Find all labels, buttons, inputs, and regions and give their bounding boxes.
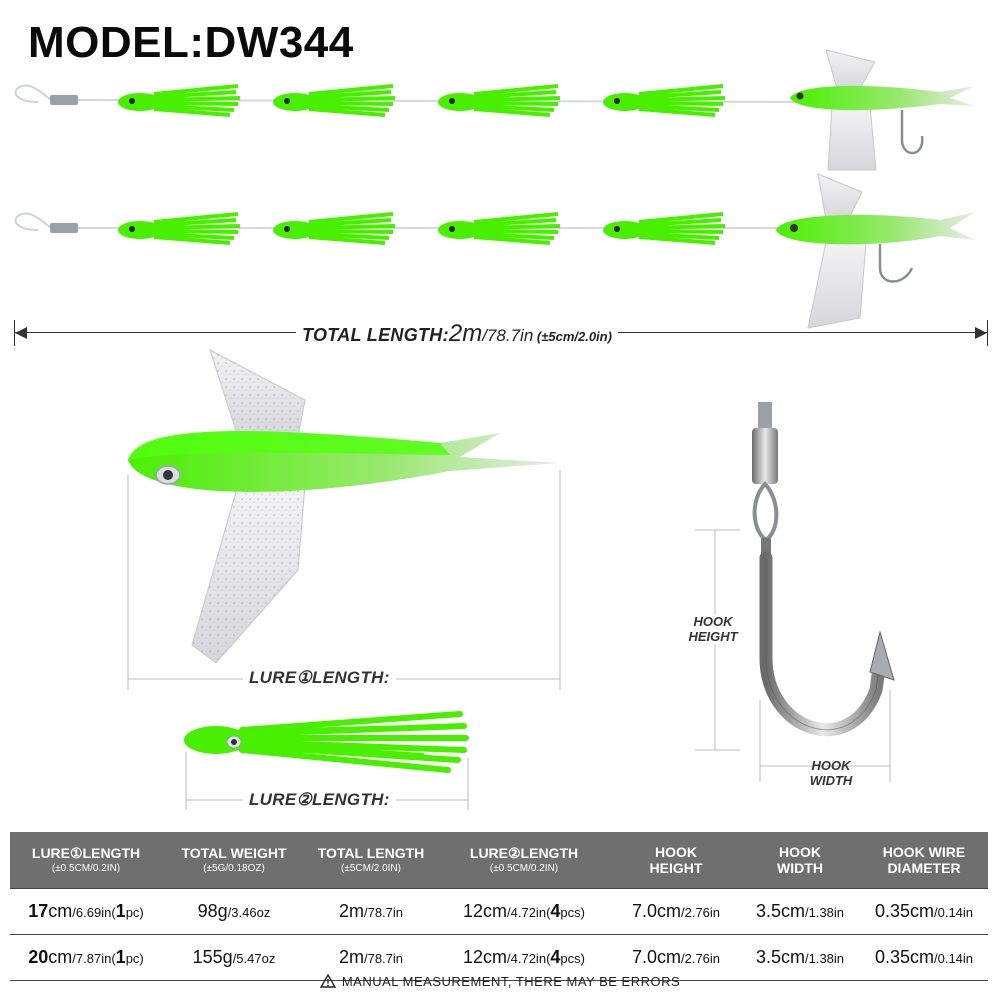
cell-lure1-length: 17cm/6.69in(1pc) <box>10 887 162 935</box>
total-length-imperial: /78.7in <box>482 326 534 345</box>
cell-lure1-length: 20cm/7.87in(1pc) <box>10 934 162 981</box>
total-length-tolerance: (±5cm/2.0in) <box>533 329 612 344</box>
cell-total-length: 2m/78.7in <box>306 887 436 935</box>
octopus-skirt-icon <box>438 212 561 245</box>
header-total-length: TOTAL LENGTH(±5CM/2.0IN) <box>306 832 436 888</box>
header-lure2-length: LURE②LENGTH(±0.5CM/0.2IN) <box>436 832 612 888</box>
lure1-illustration <box>120 345 580 695</box>
octopus-skirt-icon <box>273 84 396 117</box>
cell-hook-wire: 0.35cm/0.14in <box>860 887 988 935</box>
cell-total-weight: 98g/3.46oz <box>162 887 306 935</box>
header-total-weight: TOTAL WEIGHT(±5G/0.18OZ) <box>162 832 306 888</box>
table-row: 20cm/7.87in(1pc) 155g/5.47oz 2m/78.7in 1… <box>10 934 988 981</box>
total-length-dimension: TOTAL LENGTH:2m/78.7in (±5cm/2.0in) <box>14 318 988 348</box>
cell-hook-height: 7.0cm/2.76in <box>612 934 740 981</box>
header-hook-height: HOOK HEIGHT <box>612 832 740 888</box>
spec-table-header-row: LURE①LENGTH(±0.5CM/0.2IN) TOTAL WEIGHT(±… <box>10 832 988 888</box>
hook-icon <box>752 402 895 737</box>
hook-width-line2: WIDTH <box>809 773 853 788</box>
octopus-skirt-icon <box>118 84 241 117</box>
total-length-label: TOTAL LENGTH:2m/78.7in (±5cm/2.0in) <box>296 320 618 348</box>
arrow-right-icon <box>975 327 987 339</box>
octopus-skirt-icon <box>603 212 726 245</box>
cell-lure2-length: 12cm/4.72in(4pcs) <box>436 887 612 935</box>
header-hook-width: HOOK WIDTH <box>740 832 860 888</box>
footer-note-text: MANUAL MEASUREMENT, THERE MAY BE ERRORS <box>341 974 681 989</box>
lure2-illustration <box>182 698 472 816</box>
hook-width-label: HOOK WIDTH <box>786 758 876 788</box>
rig-illustration-top <box>0 40 1000 190</box>
header-hook-wire-diameter: HOOK WIRE DIAMETER <box>860 832 988 888</box>
hook-illustration <box>680 390 900 790</box>
cell-hook-height: 7.0cm/2.76in <box>612 887 740 935</box>
table-row: 17cm/6.69in(1pc) 98g/3.46oz 2m/78.7in 12… <box>10 887 988 935</box>
octopus-skirt-icon <box>438 84 561 117</box>
cell-hook-width: 3.5cm/1.38in <box>740 887 860 935</box>
octopus-skirt-icon <box>118 212 241 245</box>
footer-note: MANUAL MEASUREMENT, THERE MAY BE ERRORS <box>0 973 1000 991</box>
spec-table: LURE①LENGTH(±0.5CM/0.2IN) TOTAL WEIGHT(±… <box>10 832 988 981</box>
warning-icon <box>319 973 337 991</box>
hook-height-line1: HOOK <box>693 614 733 629</box>
lure2-length-label: LURE②LENGTH: <box>243 790 396 810</box>
cell-total-length: 2m/78.7in <box>306 934 436 981</box>
cell-hook-wire: 0.35cm/0.14in <box>860 934 988 981</box>
header-lure1-length: LURE①LENGTH(±0.5CM/0.2IN) <box>10 832 162 888</box>
octopus-skirt-icon <box>603 84 726 117</box>
flying-fish-icon <box>776 173 975 329</box>
rig-illustration-bottom <box>0 168 1000 333</box>
lure1-length-label: LURE①LENGTH: <box>243 668 396 688</box>
cell-lure2-length: 12cm/4.72in(4pcs) <box>436 934 612 981</box>
octopus-skirt-icon <box>273 212 396 245</box>
arrow-left-icon <box>15 327 27 339</box>
total-length-key: TOTAL LENGTH: <box>302 325 449 345</box>
hook-height-label: HOOK HEIGHT <box>668 614 758 644</box>
hook-height-line2: HEIGHT <box>688 629 738 644</box>
flying-fish-icon <box>790 49 975 171</box>
cell-total-weight: 155g/5.47oz <box>162 934 306 981</box>
model-title: MODEL:DW344 <box>28 18 354 67</box>
hook-width-line1: HOOK <box>811 758 851 773</box>
total-length-metric: 2m <box>448 320 483 347</box>
cell-hook-width: 3.5cm/1.38in <box>740 934 860 981</box>
